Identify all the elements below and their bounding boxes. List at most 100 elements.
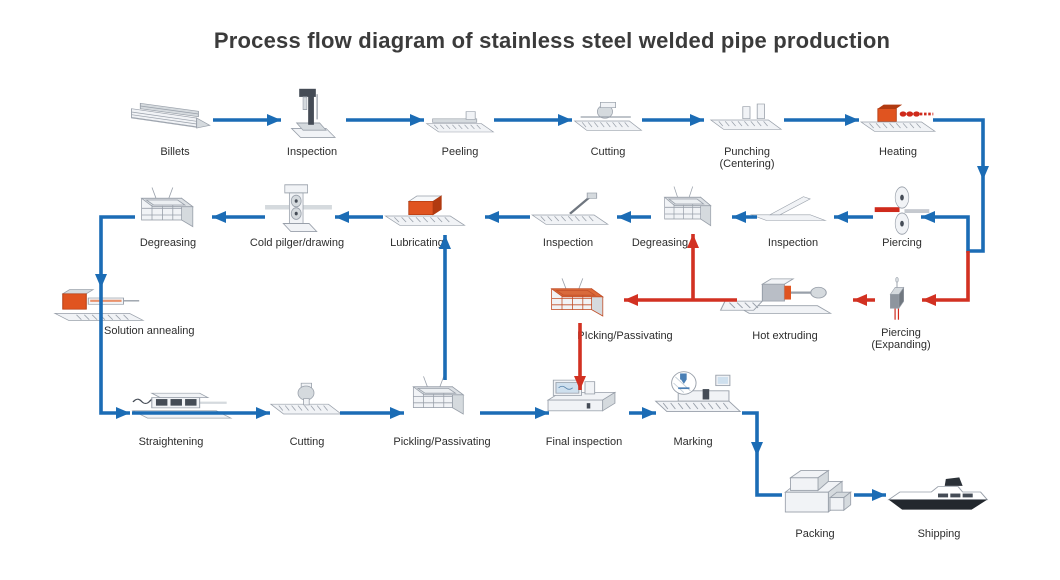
packing-label: Packing <box>795 528 835 540</box>
degreasing-2-icon <box>663 186 712 227</box>
inspection-2-icon <box>531 192 609 225</box>
pickling-passivating-icon <box>412 376 465 415</box>
solution-annealing-icon <box>53 289 145 321</box>
edge-marking-to-packing <box>742 411 782 497</box>
edge-solution-annealing-to-straightening <box>99 288 130 419</box>
arrowhead-icon <box>834 211 848 223</box>
cutting-2-label: Cutting <box>289 436 325 448</box>
edge-cold-pilger-to-degreasing-1 <box>212 211 265 223</box>
arrowhead-icon <box>872 489 886 501</box>
degreasing-2-label: Degreasing <box>631 237 689 249</box>
edge-billets-to-inspection-1 <box>213 114 281 126</box>
inspection-1-icon <box>290 88 337 138</box>
arrowhead-icon <box>617 211 631 223</box>
arrowhead-icon <box>921 211 935 223</box>
heating-label: Heating <box>879 146 917 158</box>
piercing-expanding-label: Piercing(Expanding) <box>871 327 931 351</box>
edge-cutting-2-to-pickling-passivating <box>340 407 404 419</box>
arrowhead-icon <box>335 211 349 223</box>
cutting-1-label: Cutting <box>590 146 626 158</box>
final-inspection-label: Final inspection <box>545 436 623 448</box>
edge-piercing-to-inspection-3 <box>834 211 873 223</box>
inspection-3-label: Inspection <box>767 237 819 249</box>
edge-lubricating-to-cold-pilger <box>335 211 383 223</box>
arrowhead-icon <box>642 407 656 419</box>
arrowhead-icon <box>116 407 130 419</box>
arrowhead-icon <box>732 211 746 223</box>
arrowhead-icon <box>485 211 499 223</box>
cutting-2-icon <box>269 382 343 415</box>
edge-cutting-1-to-punching <box>642 114 704 126</box>
piercing-icon <box>874 186 930 235</box>
cold-pilger-icon <box>265 184 332 233</box>
inspection-1-label: Inspection <box>286 146 338 158</box>
degreasing-1-label: Degreasing <box>139 237 197 249</box>
arrowhead-icon <box>687 234 699 248</box>
edge-degreasing-1-to-solution-annealing <box>95 215 135 288</box>
cutting-1-icon <box>573 102 643 131</box>
picking-passivating-icon <box>550 278 605 317</box>
edge-straightening-to-cutting-2 <box>132 407 270 419</box>
arrowhead-icon <box>751 442 763 456</box>
arrowhead-icon <box>558 114 572 126</box>
cold-pilger-label: Cold pilger/drawing <box>249 237 345 249</box>
arrowhead-icon <box>690 114 704 126</box>
billets-label: Billets <box>160 146 190 158</box>
arrowhead-icon <box>267 114 281 126</box>
inspection-2-label: Inspection <box>542 237 594 249</box>
punching-icon <box>709 103 783 130</box>
arrowhead-icon <box>95 274 107 288</box>
edge-pickling-passivating-to-final-inspection <box>480 407 549 419</box>
edge-inspection-2-to-lubricating <box>485 211 530 223</box>
arrowhead-icon <box>439 235 451 249</box>
arrowhead-icon <box>853 294 867 306</box>
billets-icon <box>131 102 211 129</box>
lubricating-label: Lubricating <box>390 237 444 249</box>
edge-degreasing-2-to-inspection-2 <box>617 211 651 223</box>
picking-passivating-label: PIcking/Passivating <box>577 330 673 342</box>
packing-icon <box>784 469 852 513</box>
punching-label: Punching(Centering) <box>719 146 775 170</box>
peeling-label: Peeling <box>441 146 479 158</box>
pickling-passivating-label: Pickling/Passivating <box>393 436 491 448</box>
peeling-icon <box>425 111 495 133</box>
hot-extruding-icon <box>719 278 833 314</box>
arrowhead-icon <box>410 114 424 126</box>
edge-pickling-passivating-to-lubricating <box>439 235 451 380</box>
marking-icon <box>654 371 742 413</box>
arrowhead-icon <box>256 407 270 419</box>
arrowhead-icon <box>574 376 586 390</box>
edge-inspection-3-to-degreasing-2 <box>732 211 757 223</box>
arrowhead-icon <box>624 294 638 306</box>
inspection-3-icon <box>749 196 827 221</box>
piercing-expanding-icon <box>889 277 905 320</box>
arrowhead-icon <box>212 211 226 223</box>
edge-heating-to-piercing <box>921 118 989 253</box>
shipping-label: Shipping <box>917 528 961 540</box>
arrowhead-icon <box>977 166 989 180</box>
edge-hot-extruding-to-degreasing-2 <box>687 234 699 300</box>
arrowhead-icon <box>535 407 549 419</box>
final-inspection-icon <box>546 379 617 412</box>
shipping-icon <box>887 477 989 510</box>
edge-punching-to-heating <box>784 114 859 126</box>
hot-extruding-label: Hot extruding <box>752 330 818 342</box>
edge-packing-to-shipping <box>854 489 886 501</box>
heating-icon <box>859 104 937 132</box>
edge-picking-passivating-to-final-inspection <box>574 323 586 390</box>
edge-final-inspection-to-marking <box>629 407 656 419</box>
marking-label: Marking <box>673 436 713 448</box>
lubricating-icon <box>384 195 466 226</box>
straightening-label: Straightening <box>138 436 204 448</box>
arrowhead-icon <box>845 114 859 126</box>
piercing-label: Piercing <box>882 237 922 249</box>
edge-heating-to-piercing-expanding <box>922 251 970 306</box>
arrowhead-icon <box>922 294 936 306</box>
edge-hot-extruding-to-picking-passivating <box>624 294 737 306</box>
edge-peeling-to-cutting-1 <box>494 114 572 126</box>
degreasing-1-icon <box>140 187 195 228</box>
arrowhead-icon <box>390 407 404 419</box>
solution-annealing-label: Solution annealing <box>104 325 195 337</box>
